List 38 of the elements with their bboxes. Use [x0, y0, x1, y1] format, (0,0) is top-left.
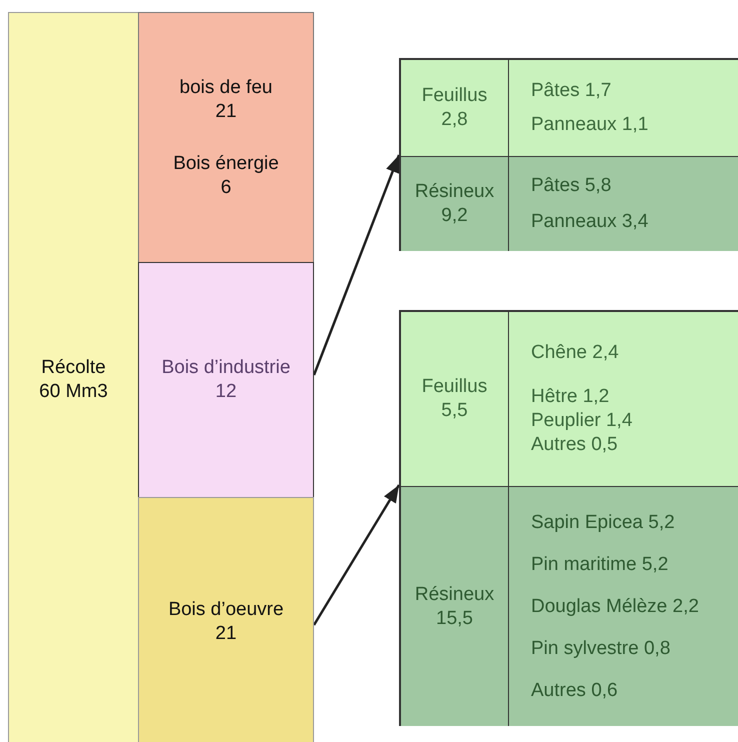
item-label: Douglas Mélèze 2,2 — [531, 594, 699, 618]
item-label: Sapin Epicea 5,2 — [531, 510, 675, 534]
species-list-cell — [509, 487, 738, 726]
breakdown-table — [399, 58, 738, 251]
species-cell — [401, 312, 509, 487]
product-cell — [509, 60, 738, 157]
item-label: Peuplier 1,4 — [531, 409, 632, 433]
value-label: Feuillus 2,8 — [420, 84, 488, 132]
item-label: Hêtre 1,2 — [531, 385, 610, 409]
arrow — [312, 484, 400, 626]
value-label: Bois d’oeuvre 21 — [167, 598, 285, 646]
item-label: Panneaux 1,1 — [531, 113, 648, 137]
item-label: Pâtes 5,8 — [531, 174, 612, 198]
species-list-cell — [509, 312, 738, 487]
item-label: Autres 0,6 — [531, 678, 618, 702]
value-label: Feuillus 5,5 — [420, 375, 488, 423]
item-label: Panneaux 3,4 — [531, 210, 648, 234]
arrow — [312, 154, 400, 376]
value-label: Résineux 9,2 — [414, 180, 496, 228]
item-label: Chêne 2,4 — [531, 341, 619, 365]
value-label: Bois énergie 6 — [172, 152, 280, 200]
species-cell — [401, 157, 509, 251]
harvest-box — [8, 12, 139, 742]
item-label: Pin maritime 5,2 — [531, 552, 668, 576]
breakdown-table — [399, 310, 738, 726]
value-label: Récolte 60 Mm3 — [38, 356, 109, 404]
value-label: Résineux 15,5 — [414, 582, 496, 630]
item-label: Pin sylvestre 0,8 — [531, 636, 670, 660]
species-cell — [401, 60, 509, 157]
item-label: Pâtes 1,7 — [531, 79, 612, 103]
category-box — [138, 497, 314, 742]
item-label: Autres 0,5 — [531, 433, 618, 457]
species-cell — [401, 487, 509, 726]
category-box — [138, 262, 314, 498]
value-label: bois de feu 21 — [178, 76, 274, 124]
value-label: Bois d’industrie 12 — [160, 356, 292, 404]
product-cell — [509, 157, 738, 251]
category-box — [138, 12, 314, 263]
